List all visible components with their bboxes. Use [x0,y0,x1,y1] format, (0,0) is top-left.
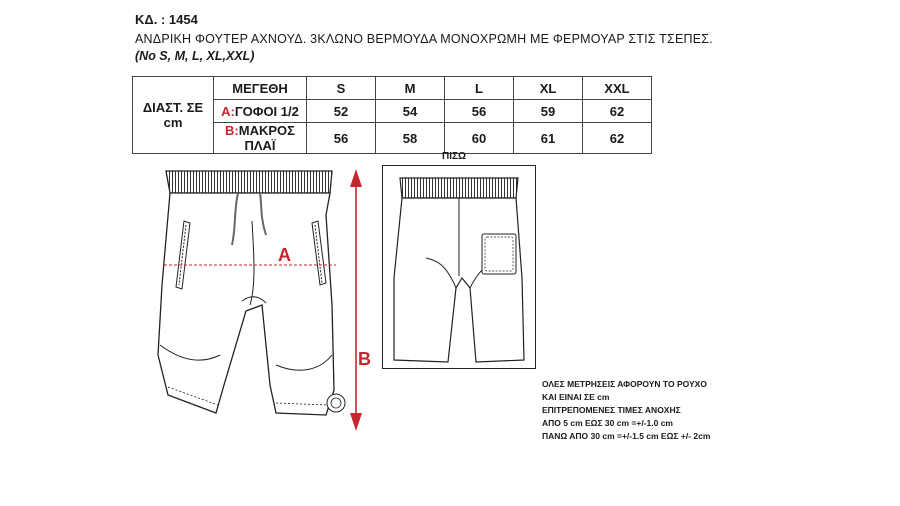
size-table: ΔΙΑΣΤ. ΣΕ cm ΜΕΓΕΘΗ S M L XL XXL A:ΓΟΦΟΙ… [132,76,652,154]
size-col: XL [513,76,583,100]
row-label: A:ΓΟΦΟΙ 1/2 [213,99,307,123]
back-pocket [481,233,517,275]
table-cell: 60 [444,122,514,154]
table-cell: 58 [375,122,445,154]
table-row: A:ΓΟΦΟΙ 1/2 52 54 56 59 62 [133,99,652,123]
note-line: ΚΑΙ ΕΙΝΑΙ ΣΕ cm [542,392,610,402]
note-line: ΠΑΝΩ ΑΠΟ 30 cm =+/-1.5 cm ΕΩΣ +/- 2cm [542,431,711,441]
logo-badge [326,393,346,413]
note-line: ΟΛΕΣ ΜΕΤΡΗΣΕΙΣ ΑΦΟΡΟΥΝ ΤΟ ΡΟΥΧΟ [542,379,707,389]
available-sizes: (No S, M, L, XL,XXL) [135,49,255,63]
row-text: ΜΑΚΡΟΣ ΠΛΑΪ [238,123,295,153]
product-description: ΑΝΔΡΙΚΗ ΦΟΥΤΕΡ ΑΧΝΟΥΔ. 3ΚΛΩΝΟ ΒΕΡΜΟΥΔΑ Μ… [135,32,713,46]
row-letter: A: [221,103,235,119]
left-zip-pocket [175,220,191,290]
table-cell: 52 [306,99,376,123]
table-cell: 59 [513,99,583,123]
table-cell: 61 [513,122,583,154]
back-sketch [393,177,525,363]
dimension-label: ΔΙΑΣΤ. ΣΕ cm [132,76,214,154]
waistband [399,177,519,199]
note-line: ΑΠΟ 5 cm ΕΩΣ 30 cm =+/-1.0 cm [542,418,673,428]
product-code: ΚΔ. : 1454 [135,12,198,27]
waistband [165,170,333,194]
row-label: B:ΜΑΚΡΟΣ ΠΛΑΪ [213,122,307,154]
back-view-title: ΠΙΣΩ [442,151,467,162]
table-cell: 54 [375,99,445,123]
size-header: ΜΕΓΕΘΗ [213,76,307,100]
front-sketch: A B [157,169,371,431]
table-cell: 56 [444,99,514,123]
shorts-outline [157,192,335,416]
table-row: B:ΜΑΚΡΟΣ ΠΛΑΪ 56 58 60 61 62 [133,122,652,154]
table-row: ΔΙΑΣΤ. ΣΕ cm ΜΕΓΕΘΗ S M L XL XXL [132,76,652,154]
drawstring [231,192,239,246]
table-cell: 62 [582,99,652,123]
row-text: ΓΟΦΟΙ 1/2 [234,103,299,119]
fly-line [249,220,255,306]
crotch-seam [241,296,267,304]
back-view-frame [382,165,536,369]
measure-a-label: A [278,245,291,265]
note-line: ΕΠΙΤΡΕΠΟΜΕΝΕΣ ΤΙΜΕΣ ΑΝΟΧΗΣ [542,405,681,415]
row-letter: B: [225,123,239,138]
table-cell: 62 [582,122,652,154]
size-col: L [444,76,514,100]
table-cell: 56 [306,122,376,154]
drawstring [259,192,267,236]
size-col: S [306,76,376,100]
right-zip-pocket [311,220,327,286]
size-col: M [375,76,445,100]
arrow-up-icon [350,169,362,187]
arrow-down-icon [350,413,362,431]
measure-b-label: B [358,349,371,369]
size-col: XXL [582,76,652,100]
